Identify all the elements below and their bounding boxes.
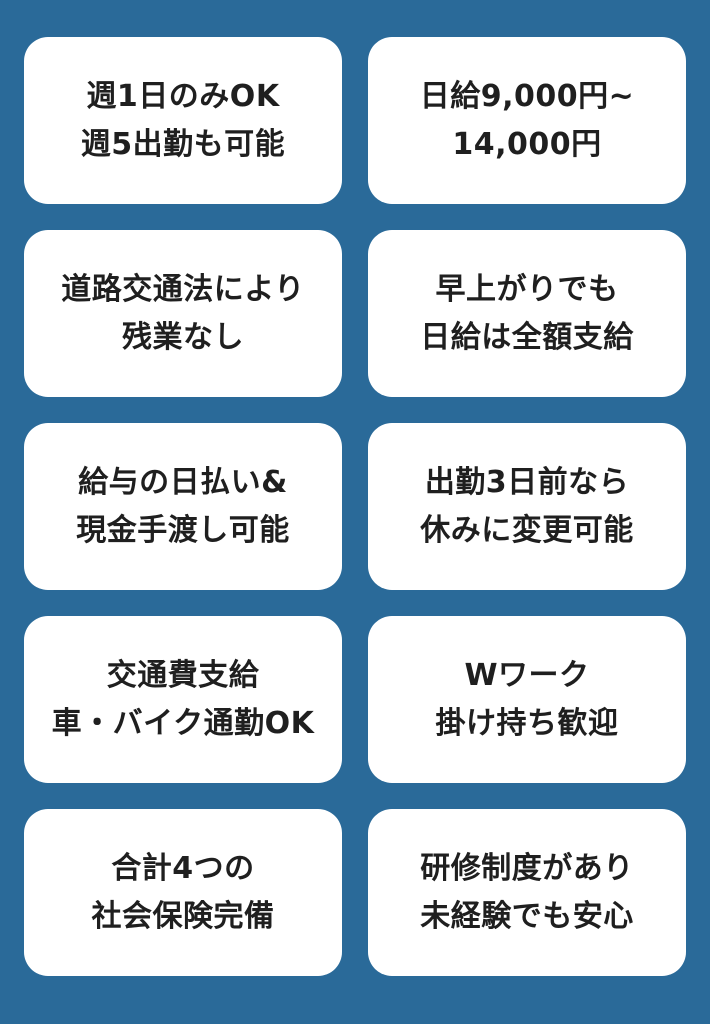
benefit-card-line2: 14,000円 (452, 126, 602, 162)
benefit-card-line1: 早上がりでも (435, 271, 619, 307)
benefit-card-line2: 未経験でも安心 (420, 898, 634, 934)
benefit-card-line1: 研修制度があり (420, 850, 634, 886)
benefit-card-daily-pay: 日給9,000円~ 14,000円 (368, 37, 686, 204)
benefit-card-line1: 日給9,000円~ (419, 78, 635, 114)
benefit-card-line2: 掛け持ち歓迎 (435, 705, 619, 741)
benefit-card-day-off-change: 出勤3日前なら 休みに変更可能 (368, 423, 686, 590)
benefit-card-full-pay: 早上がりでも 日給は全額支給 (368, 230, 686, 397)
benefit-card-social-insurance: 合計4つの 社会保険完備 (24, 809, 342, 976)
benefit-card-line1: 給与の日払い& (78, 464, 288, 500)
benefit-card-line2: 現金手渡し可能 (76, 512, 290, 548)
benefit-card-line1: 交通費支給 (106, 657, 260, 693)
benefit-card-line2: 車・バイク通勤OK (51, 705, 315, 741)
benefit-card-commute: 交通費支給 車・バイク通勤OK (24, 616, 342, 783)
benefits-grid: 週1日のみOK 週5出勤も可能 日給9,000円~ 14,000円 道路交通法に… (24, 37, 686, 976)
benefit-card-weekly-schedule: 週1日のみOK 週5出勤も可能 (24, 37, 342, 204)
benefit-card-line2: 社会保険完備 (91, 898, 275, 934)
benefit-card-line2: 休みに変更可能 (420, 512, 634, 548)
benefit-card-cash-payment: 給与の日払い& 現金手渡し可能 (24, 423, 342, 590)
benefit-card-line1: Wワーク (464, 657, 590, 693)
benefit-card-line1: 道路交通法により (61, 271, 305, 307)
benefit-card-training: 研修制度があり 未経験でも安心 (368, 809, 686, 976)
benefit-card-line2: 日給は全額支給 (420, 319, 634, 355)
benefit-card-line2: 残業なし (122, 319, 244, 355)
benefit-card-line2: 週5出勤も可能 (80, 126, 286, 162)
benefit-card-line1: 合計4つの (111, 850, 255, 886)
benefit-card-double-work: Wワーク 掛け持ち歓迎 (368, 616, 686, 783)
benefit-card-line1: 出勤3日前なら (424, 464, 630, 500)
benefit-card-line1: 週1日のみOK (86, 78, 280, 114)
benefit-card-no-overtime: 道路交通法により 残業なし (24, 230, 342, 397)
